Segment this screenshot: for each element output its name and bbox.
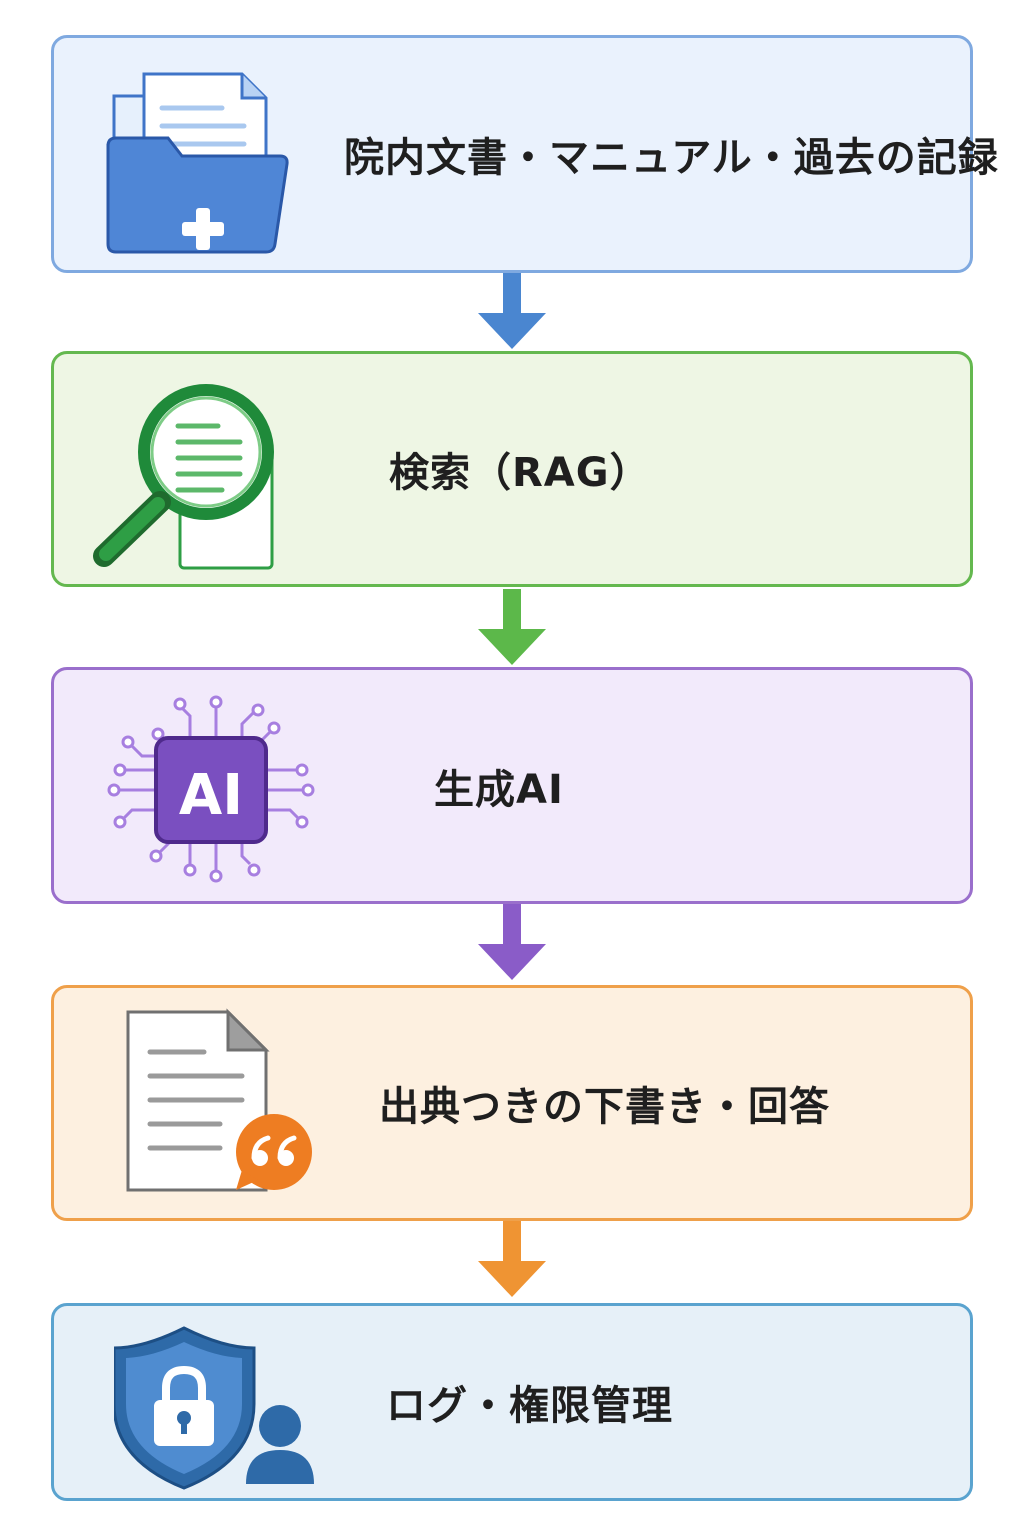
step-draft-answer: 出典つきの下書き・回答 bbox=[51, 985, 973, 1221]
ai-chip-text: AI bbox=[179, 763, 243, 828]
step-generative-ai-label: 生成AI bbox=[434, 766, 564, 813]
step-search: 検索（RAG） bbox=[51, 351, 973, 587]
folder-medical-icon bbox=[106, 72, 289, 254]
step-generative-ai: AI 生成AI bbox=[51, 667, 973, 904]
step-log-permission: ログ・権限管理 bbox=[51, 1303, 973, 1501]
magnifier-document-icon bbox=[93, 384, 274, 570]
flow-arrow-3 bbox=[478, 904, 546, 980]
step-draft-answer-label: 出典つきの下書き・回答 bbox=[379, 1084, 830, 1130]
ai-chip-icon: AI bbox=[107, 695, 315, 883]
flow-arrow-4 bbox=[478, 1221, 546, 1297]
shield-lock-user-icon bbox=[114, 1326, 314, 1490]
flow-arrow-1 bbox=[478, 273, 546, 349]
document-quote-icon bbox=[126, 1008, 312, 1192]
flow-arrow-2 bbox=[478, 589, 546, 665]
step-documents: 院内文書・マニュアル・過去の記録 bbox=[51, 35, 998, 273]
step-documents-label: 院内文書・マニュアル・過去の記録 bbox=[344, 135, 999, 181]
step-log-permission-label: ログ・権限管理 bbox=[386, 1383, 673, 1429]
step-search-label: 検索（RAG） bbox=[389, 450, 651, 496]
